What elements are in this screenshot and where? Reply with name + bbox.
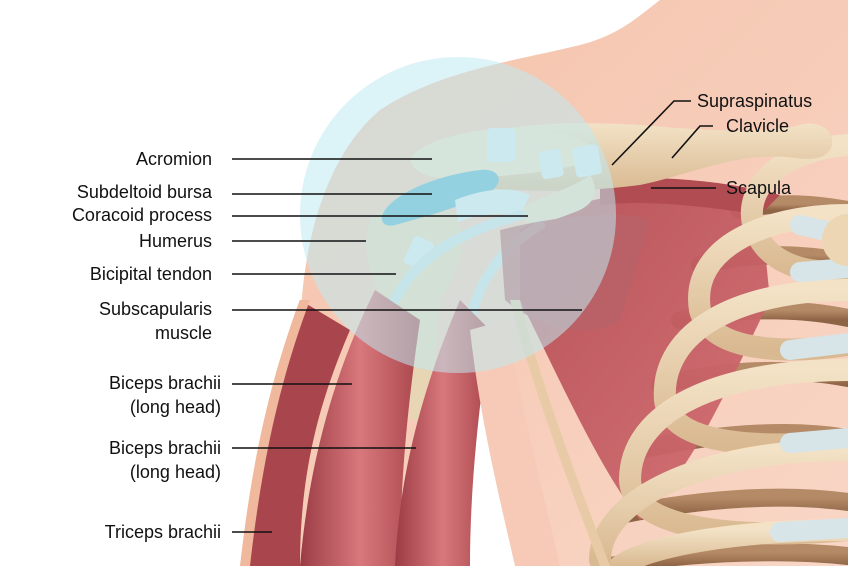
label-subdeltoid-bursa: Subdeltoid bursa <box>76 182 212 202</box>
label-triceps-brachii: Triceps brachii <box>104 522 221 542</box>
label-subscapularis-muscle: Subscapularis muscle <box>99 297 212 345</box>
sternum <box>822 214 848 266</box>
label-biceps-1-line2: (long head) <box>129 397 221 417</box>
label-biceps-2-line1: Biceps brachii <box>108 438 221 458</box>
label-subscapularis-line2: muscle <box>154 323 212 343</box>
label-acromion: Acromion <box>135 149 212 169</box>
leader-lines-left <box>232 158 582 533</box>
label-subscapularis-line1: Subscapularis <box>98 299 212 319</box>
label-clavicle: Clavicle <box>726 116 790 136</box>
inner-arm-skin <box>470 300 610 566</box>
highlight-circle <box>300 57 616 373</box>
label-biceps-brachii-1: Biceps brachii (long head) <box>109 371 221 419</box>
label-biceps-1-line1: Biceps brachii <box>108 373 221 393</box>
label-biceps-2-line2: (long head) <box>129 462 221 482</box>
label-scapula: Scapula <box>726 178 792 198</box>
label-humerus: Humerus <box>138 231 212 251</box>
label-bicipital-tendon: Bicipital tendon <box>89 264 212 284</box>
label-supraspinatus: Supraspinatus <box>697 91 813 111</box>
label-biceps-brachii-2: Biceps brachii (long head) <box>109 436 221 484</box>
leader-lines-right <box>611 100 716 189</box>
label-coracoid-process: Coracoid process <box>71 205 212 225</box>
